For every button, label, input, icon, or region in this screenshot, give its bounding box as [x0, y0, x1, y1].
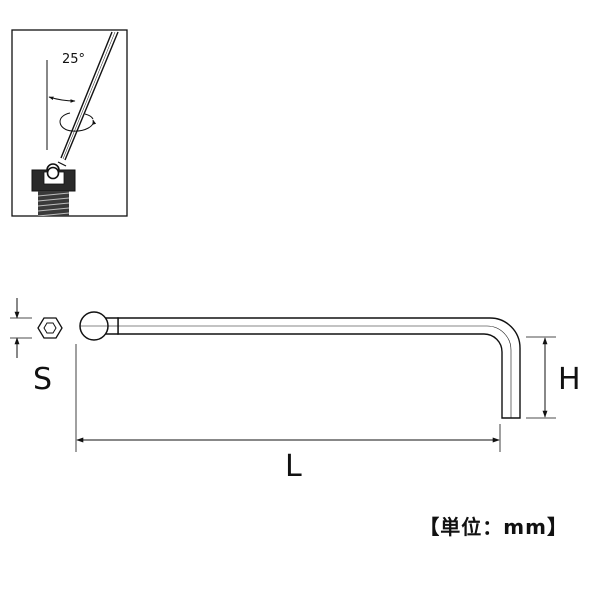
- cross-section: S: [10, 298, 63, 397]
- hex-cross-section: [37, 317, 63, 339]
- arm-center-line: [118, 325, 512, 418]
- hex-key-side-view: [79, 311, 521, 419]
- angle-label: 25°: [62, 52, 85, 67]
- l-dimension: L: [75, 344, 501, 484]
- rotation-ellipse: [59, 112, 97, 132]
- l-label: L: [285, 449, 302, 484]
- h-label: H: [558, 362, 581, 397]
- angle-arrow: [48, 96, 76, 103]
- h-dimension: H: [526, 336, 581, 419]
- angle-detail-inset: 25°: [11, 29, 128, 217]
- tilted-shaft: [60, 31, 119, 161]
- neck: [57, 161, 67, 167]
- unit-note: 【単位：mm】: [419, 515, 568, 539]
- long-arm-and-short-arm: [117, 317, 521, 419]
- screw-thread: [37, 191, 70, 216]
- hex-inner-outline: [43, 322, 57, 334]
- s-label: S: [33, 362, 52, 397]
